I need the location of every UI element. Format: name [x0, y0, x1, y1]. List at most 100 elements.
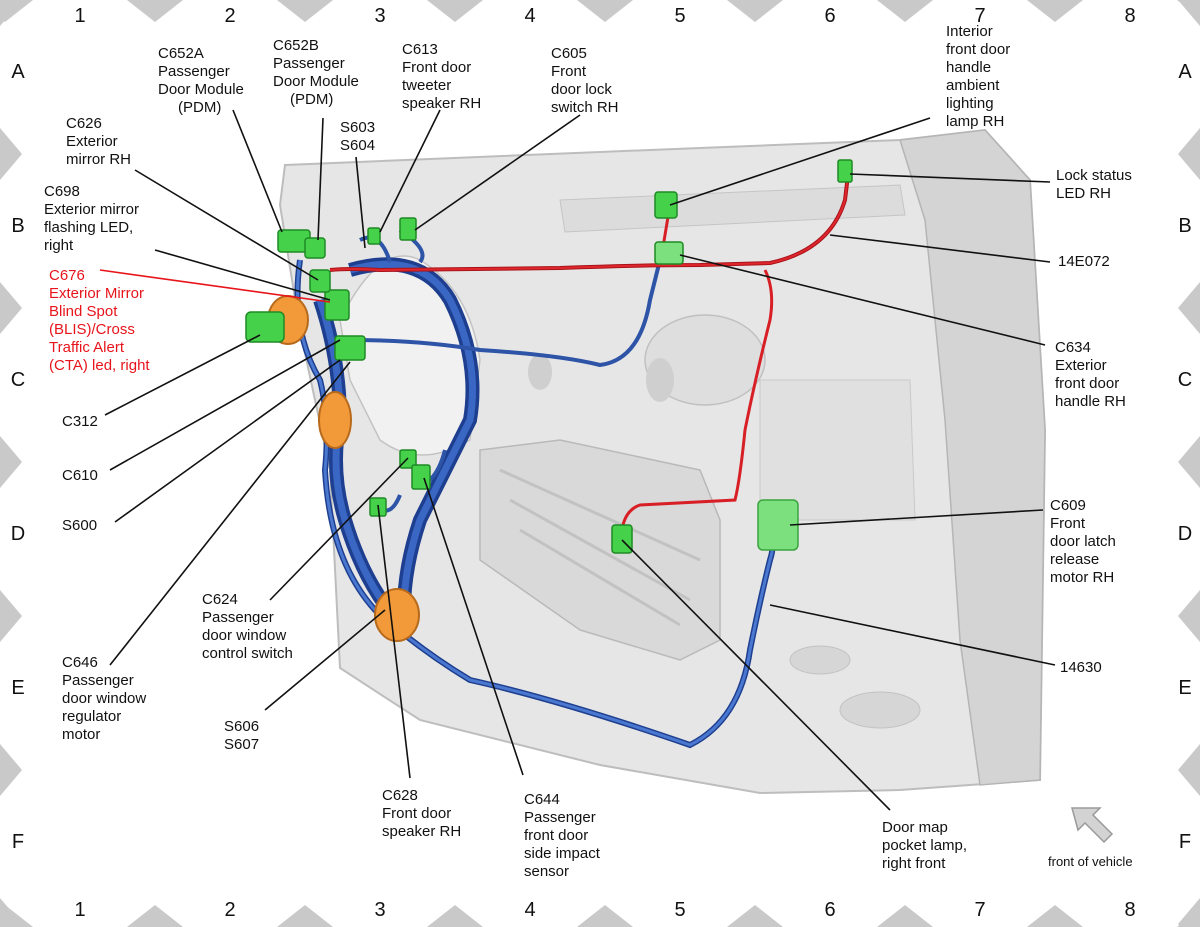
col-label-top: 7 — [974, 5, 985, 27]
border-triangle — [127, 0, 183, 22]
front-of-vehicle-indicator: front of vehicle — [1048, 807, 1133, 869]
row-label-right: F — [1179, 831, 1191, 853]
border-triangle — [0, 128, 22, 180]
callout-labels: C652A Passenger Door Module (PDM) C652B … — [44, 23, 1132, 880]
col-label-top: 5 — [674, 5, 685, 27]
label-c605: C605 Front door lock switch RH — [551, 45, 619, 116]
connector-lock-status — [837, 159, 853, 183]
border-triangle — [577, 0, 633, 22]
border-triangle — [877, 0, 933, 22]
col-label-bottom: 6 — [824, 899, 835, 921]
label-c610: C610 — [62, 467, 98, 484]
col-label-top: 8 — [1124, 5, 1135, 27]
border-triangle — [1178, 898, 1200, 927]
label-map-lamp: Door map pocket lamp, right front — [882, 819, 971, 872]
border-triangle — [0, 744, 22, 796]
border-triangle — [0, 898, 22, 927]
row-label-left: B — [11, 215, 24, 237]
border-triangle — [427, 905, 483, 927]
border-triangle — [277, 0, 333, 22]
col-label-top: 4 — [524, 5, 535, 27]
connector-c610 — [334, 335, 366, 361]
border-triangle — [1027, 905, 1083, 927]
front-of-vehicle-label: front of vehicle — [1048, 854, 1133, 869]
border-triangle — [727, 905, 783, 927]
row-label-left: F — [12, 831, 24, 853]
border-triangle — [1178, 282, 1200, 334]
label-c676: C676 Exterior Mirror Blind Spot (BLIS)/C… — [49, 267, 150, 374]
border-triangle — [0, 282, 22, 334]
border-triangle — [127, 905, 183, 927]
border-triangle — [1178, 128, 1200, 180]
label-harness-14e072: 14E072 — [1058, 253, 1110, 270]
col-label-bottom: 2 — [224, 899, 235, 921]
col-label-top: 2 — [224, 5, 235, 27]
label-c652b: C652B Passenger Door Module (PDM) — [273, 37, 363, 108]
label-s606-s607: S606 S607 — [224, 718, 263, 753]
border-triangle — [0, 436, 22, 488]
row-label-right: E — [1178, 677, 1191, 699]
border-triangle — [877, 905, 933, 927]
border-triangle — [1178, 0, 1200, 26]
grid-column-labels: 1 2 3 4 5 6 7 8 1 2 3 4 5 6 7 8 — [74, 5, 1135, 921]
border-triangle — [577, 905, 633, 927]
label-s600: S600 — [62, 517, 97, 534]
row-label-right: D — [1178, 523, 1192, 545]
connector-interior-lamp — [654, 191, 678, 219]
door-panel — [278, 128, 1047, 795]
col-label-bottom: 8 — [1124, 899, 1135, 921]
label-c634: C634 Exterior front door handle RH — [1055, 339, 1126, 410]
col-label-top: 1 — [74, 5, 85, 27]
row-label-right: B — [1178, 215, 1191, 237]
label-s603-s604: S603 S604 — [340, 119, 379, 154]
label-c652a: C652A Passenger Door Module (PDM) — [158, 45, 248, 116]
grommet-lower — [374, 588, 420, 642]
col-label-bottom: 3 — [374, 899, 385, 921]
arrow-up-left-icon — [1071, 807, 1114, 844]
label-c626: C626 Exterior mirror RH — [66, 115, 131, 168]
border-triangle — [427, 0, 483, 22]
label-c698: C698 Exterior mirror flashing LED, right — [44, 183, 143, 254]
label-c646: C646 Passenger door window regulator mot… — [62, 654, 150, 743]
harness-red — [329, 174, 850, 531]
grommets — [267, 295, 420, 642]
row-label-right: C — [1178, 369, 1192, 391]
label-c624: C624 Passenger door window control switc… — [202, 591, 293, 662]
connector-c312 — [245, 311, 285, 343]
border-triangle — [1027, 0, 1083, 22]
border-triangle — [1178, 590, 1200, 642]
col-label-bottom: 4 — [524, 899, 535, 921]
border-triangle — [277, 905, 333, 927]
connector-c626 — [309, 269, 331, 293]
connector-c613 — [367, 227, 381, 245]
label-c644: C644 Passenger front door side impact se… — [524, 791, 604, 880]
row-label-left: D — [11, 523, 25, 545]
row-label-left: C — [11, 369, 25, 391]
label-c312: C312 — [62, 413, 98, 430]
border-triangle — [0, 590, 22, 642]
label-c613: C613 Front door tweeter speaker RH — [402, 41, 481, 112]
connector-c698 — [324, 289, 350, 321]
label-interior-lamp: Interior front door handle ambient light… — [946, 23, 1014, 130]
col-label-bottom: 5 — [674, 899, 685, 921]
label-harness-14630: 14630 — [1060, 659, 1102, 676]
border-triangle — [1178, 436, 1200, 488]
col-label-bottom: 1 — [74, 899, 85, 921]
label-c628: C628 Front door speaker RH — [382, 787, 461, 840]
connector-c652b — [304, 237, 326, 259]
connector-c634 — [654, 241, 684, 265]
border-triangle — [1178, 744, 1200, 796]
col-label-bottom: 7 — [974, 899, 985, 921]
col-label-top: 3 — [374, 5, 385, 27]
border-triangle — [0, 0, 22, 26]
grommet-mid — [318, 391, 352, 449]
row-label-left: A — [11, 61, 25, 83]
connector-c605 — [399, 217, 417, 241]
grid-row-labels: A B C D E F A B C D E F — [11, 61, 1193, 853]
border-triangle — [727, 0, 783, 22]
row-label-left: E — [11, 677, 24, 699]
row-label-right: A — [1178, 61, 1192, 83]
